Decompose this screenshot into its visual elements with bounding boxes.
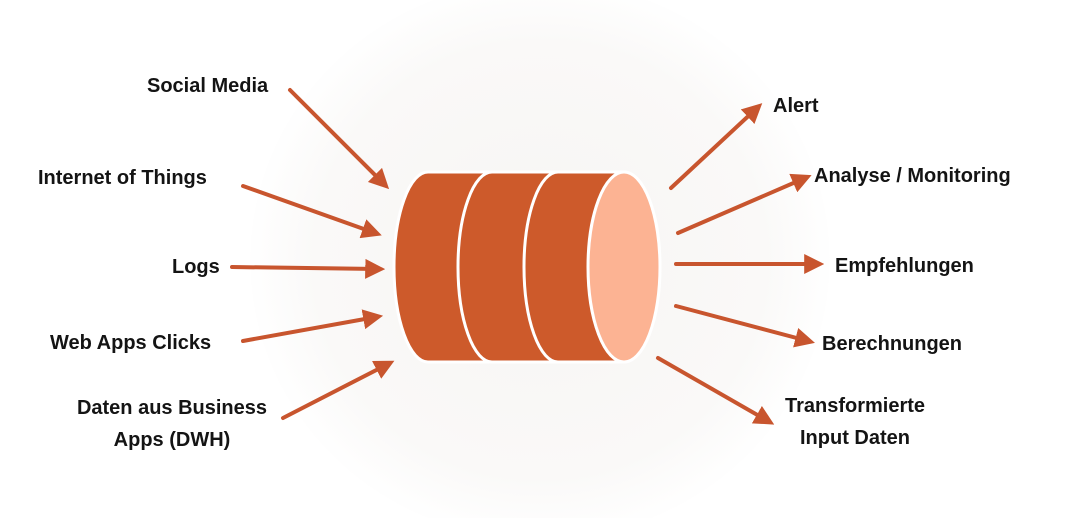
label-berechnungen: Berechnungen xyxy=(822,333,963,355)
arrow-social-media xyxy=(288,88,390,190)
label-transformierte-line1: Transformierte xyxy=(784,395,926,417)
label-transformierte-line2: Input Daten xyxy=(800,427,910,449)
label-analyse-monitoring: Analyse / Monitoring xyxy=(814,165,1011,187)
arrow-business-apps xyxy=(281,360,395,420)
arrow-berechnungen xyxy=(674,304,815,348)
arrow-web-apps-clicks xyxy=(241,309,384,343)
arrow-alert xyxy=(669,103,763,190)
label-internet-of-things: Internet of Things xyxy=(38,167,207,189)
arrow-analyse-monitoring xyxy=(676,173,812,235)
arrow-logs xyxy=(230,258,386,279)
label-transformierte-daten: Transformierte Input Daten xyxy=(766,390,944,454)
label-empfehlungen: Empfehlungen xyxy=(835,255,974,277)
label-social-media: Social Media xyxy=(147,75,269,97)
label-logs: Logs xyxy=(172,256,220,278)
stream-cylinder xyxy=(392,170,662,364)
label-alert: Alert xyxy=(773,95,819,117)
label-business-apps-line2: Apps (DWH) xyxy=(113,429,231,451)
label-business-apps: Daten aus Business Apps (DWH) xyxy=(58,392,286,456)
label-business-apps-line1: Daten aus Business xyxy=(76,397,268,419)
arrow-internet-of-things xyxy=(241,184,382,239)
arrow-transformierte-daten xyxy=(656,356,775,425)
label-web-apps-clicks: Web Apps Clicks xyxy=(50,332,212,354)
cylinder-face xyxy=(586,170,662,364)
